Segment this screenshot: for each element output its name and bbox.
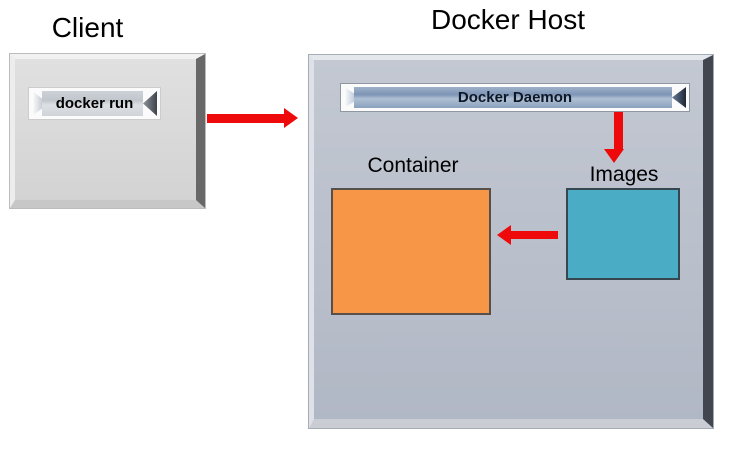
- images-node: [566, 188, 680, 280]
- client-title: Client: [51, 12, 124, 43]
- docker-host-title: Docker Host: [430, 4, 586, 35]
- arrow-daemon-to-images-shaft: [614, 112, 623, 149]
- docker-host-panel: Docker Daemon Container Images: [309, 55, 713, 428]
- docker-daemon-bar-face: Docker Daemon: [344, 87, 686, 108]
- docker-run-label: docker run: [55, 95, 134, 112]
- docker-daemon-bar: Docker Daemon: [340, 83, 690, 112]
- bevel-body: [42, 91, 143, 116]
- arrow-client-to-host-head: [284, 108, 298, 128]
- bevel-cap-left: [32, 91, 42, 116]
- bevel-body: [354, 87, 672, 108]
- arrow-client-to-host-shaft: [207, 114, 284, 123]
- arrow-images-to-container-shaft: [511, 231, 558, 239]
- docker-run-button: docker run: [28, 87, 161, 120]
- container-label: Container: [367, 154, 459, 177]
- bevel-cap-left: [344, 87, 354, 108]
- docker-daemon-label: Docker Daemon: [457, 89, 573, 106]
- arrow-daemon-to-images-head: [604, 149, 624, 163]
- container-node: [331, 188, 491, 315]
- arrow-images-to-container-head: [497, 225, 511, 245]
- docker-run-button-face: docker run: [32, 91, 157, 116]
- client-panel: docker run: [10, 54, 205, 208]
- images-label: Images: [589, 163, 659, 186]
